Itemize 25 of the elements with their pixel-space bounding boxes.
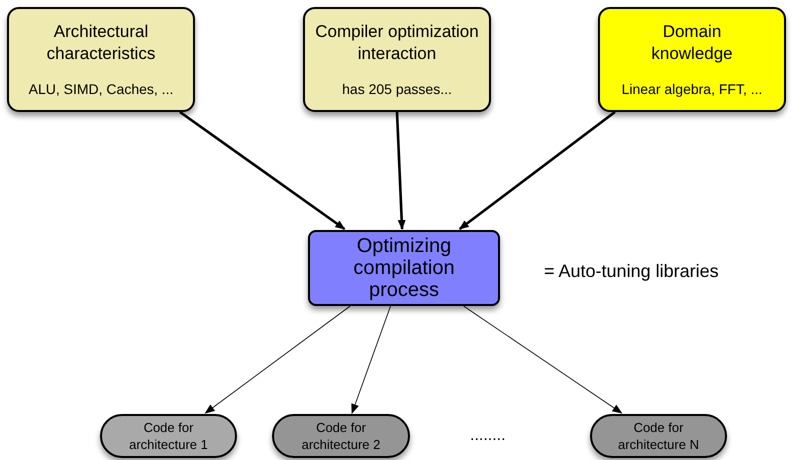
node-label: Code for architecture 2: [300, 419, 382, 453]
output-pill: [272, 414, 410, 458]
arrow: [463, 306, 622, 414]
output-pill: [590, 414, 727, 458]
arrow: [458, 110, 616, 230]
input-box: [7, 7, 195, 112]
box-detail: ALU, SIMD, Caches, ...: [28, 80, 174, 98]
arrow: [396, 112, 406, 230]
note-text: = Auto-tuning libraries: [544, 260, 719, 283]
box-heading: Architectural characteristics: [46, 21, 156, 65]
arrow: [204, 306, 351, 414]
input-box: [598, 7, 786, 112]
input-box: [303, 7, 491, 112]
output-pill: [100, 414, 237, 458]
node-label: Code for architecture 1: [128, 419, 209, 453]
ellipsis-text: ........: [470, 426, 506, 446]
box-heading: Domain knowledge: [650, 21, 734, 65]
node-label: Code for architecture N: [617, 419, 700, 453]
arrow: [179, 110, 346, 230]
box-detail: has 205 passes...: [342, 80, 452, 98]
box-heading: Compiler optimization interaction: [314, 21, 480, 65]
node-label: Optimizing compilation process: [352, 235, 456, 301]
arrow: [351, 306, 391, 414]
box-detail: Linear algebra, FFT, ...: [622, 80, 762, 98]
process-box: [308, 230, 500, 306]
